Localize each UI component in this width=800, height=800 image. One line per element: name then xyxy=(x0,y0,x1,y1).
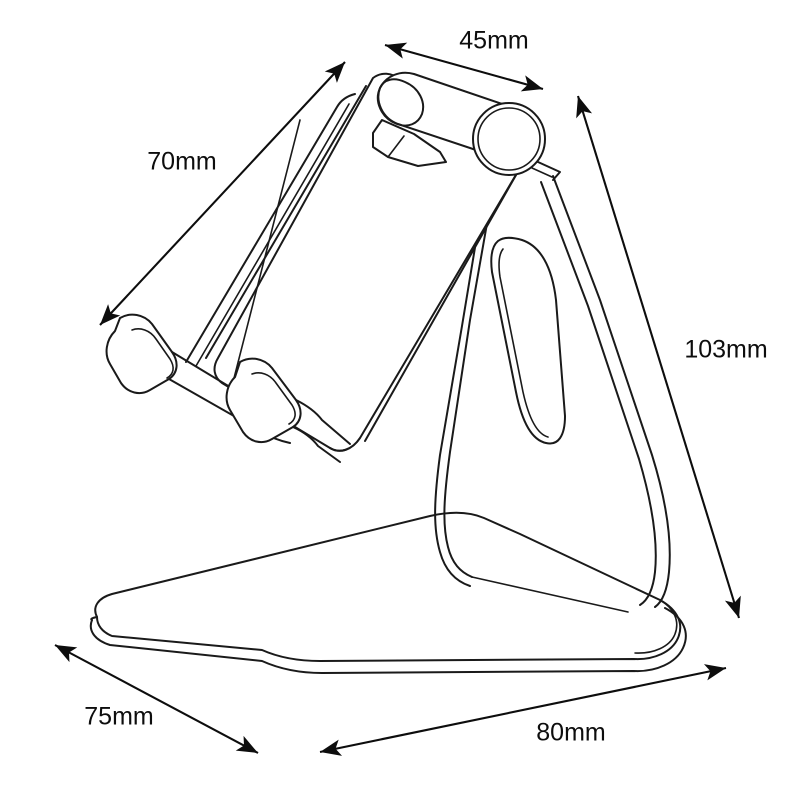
dimension-80mm: 80mm xyxy=(319,664,727,756)
base-plate xyxy=(89,511,687,674)
hinge-to-post-arm-inner xyxy=(531,167,553,178)
dimension-45mm-label: 45mm xyxy=(459,27,528,55)
backrest-bottom-edge xyxy=(329,437,361,452)
backrest-right-edge xyxy=(364,167,521,442)
support-post-right-contour xyxy=(552,175,671,608)
support-post-left-contour xyxy=(443,160,499,578)
base-plate-left-nose xyxy=(90,616,98,621)
hinge-end-cap xyxy=(472,102,546,176)
dimension-45mm-line xyxy=(384,42,544,92)
dimension-45mm: 45mm xyxy=(384,27,544,92)
device-lip-hook-right xyxy=(225,357,302,444)
dimension-70mm-line xyxy=(99,61,346,326)
hinge-bracket-tab xyxy=(372,119,447,167)
dimension-70mm-label: 70mm xyxy=(147,148,216,176)
dimension-103mm: 103mm xyxy=(576,95,768,619)
dimension-80mm-label: 80mm xyxy=(536,719,605,747)
device-lip-hooks xyxy=(105,313,351,463)
teardrop-cable-slot xyxy=(490,236,566,445)
support-post-right-contour-inner xyxy=(540,181,657,606)
base-plate-top-face xyxy=(94,511,682,662)
device-lip-hook-right-tongue-lower xyxy=(292,426,341,463)
dimension-70mm: 70mm xyxy=(99,61,346,326)
dimension-80mm-line xyxy=(319,664,727,756)
hinge-to-post-arm xyxy=(537,161,561,181)
device-lip-hook-left-inner xyxy=(131,328,174,379)
dimension-75mm-line xyxy=(54,644,259,754)
teardrop-cable-slot-inner xyxy=(498,248,549,438)
dimension-75mm: 75mm xyxy=(54,644,259,754)
dimension-103mm-label: 103mm xyxy=(684,336,767,364)
dimension-75mm-label: 75mm xyxy=(84,703,153,731)
support-post-left-contour-inner xyxy=(434,174,488,587)
hinge-end-cap-inner xyxy=(477,107,541,171)
dimension-103mm-line xyxy=(576,95,741,619)
device-lip-hook-right-inner xyxy=(251,372,296,425)
hinge-bracket-tab-seam xyxy=(387,135,405,158)
device-lip-hook-right-tongue xyxy=(295,399,351,445)
